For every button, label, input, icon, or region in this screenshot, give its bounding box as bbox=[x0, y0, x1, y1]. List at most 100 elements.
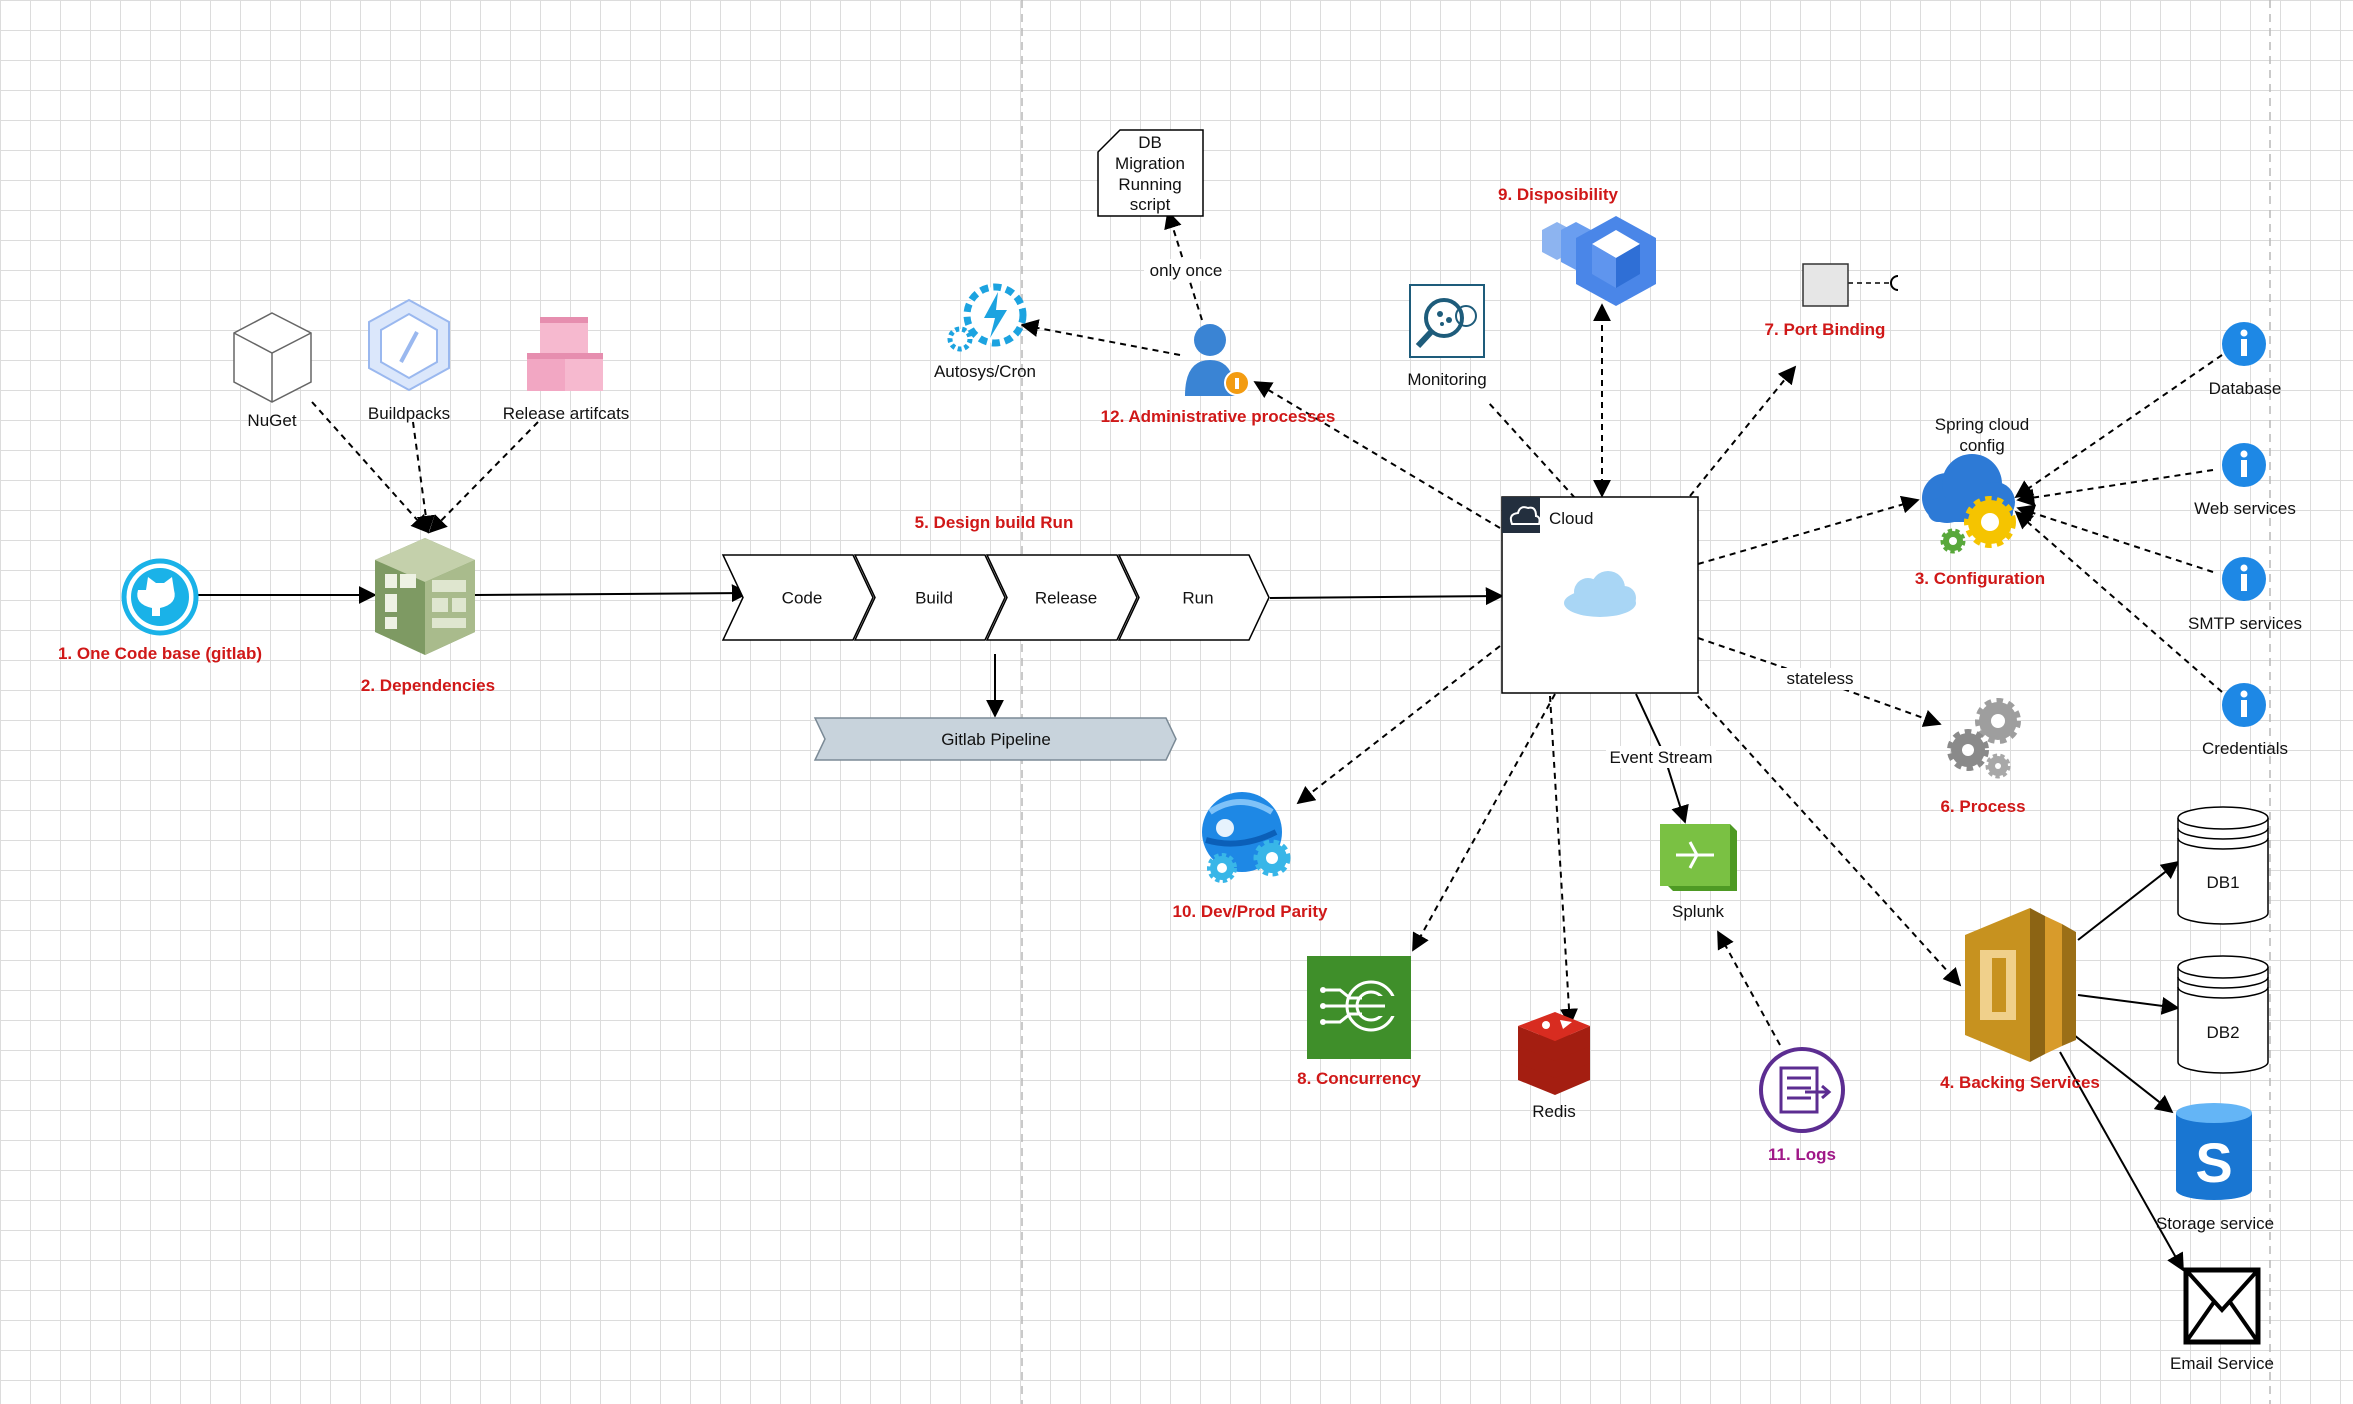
admin-user-icon bbox=[1185, 324, 1250, 396]
node-gitlab-pipeline[interactable]: Gitlab Pipeline bbox=[813, 717, 1177, 761]
edge-cloud-backing bbox=[1697, 695, 1962, 987]
database-cylinder-icon bbox=[2177, 955, 2269, 1074]
db-migration-line-1: DB bbox=[1138, 133, 1162, 152]
storage-s-icon: S bbox=[2176, 1103, 2252, 1200]
node-concurrency[interactable]: 8. Concurrency bbox=[1297, 956, 1421, 1088]
node-logs[interactable]: 11. Logs bbox=[1759, 1047, 1845, 1164]
edge-logs-splunk bbox=[1717, 930, 1781, 1046]
concurrency-title: 8. Concurrency bbox=[1297, 1069, 1421, 1088]
codebase-title: 1. One Code base (gitlab) bbox=[58, 644, 262, 663]
edge-label-event-stream: Event Stream bbox=[1610, 748, 1713, 767]
db-migration-line-3: Running bbox=[1118, 175, 1181, 194]
edge-credentials-config bbox=[2014, 510, 2223, 693]
edge-cloud-configuration bbox=[1697, 495, 1920, 565]
node-codebase[interactable]: 1. One Code base (gitlab) bbox=[58, 558, 262, 663]
edge-backing-db2 bbox=[2077, 994, 2180, 1015]
edge-cloud-monitoring bbox=[1487, 401, 1576, 499]
edge-dependencies-pipeline bbox=[474, 584, 750, 603]
edge-cloud-redis bbox=[1549, 695, 1579, 1027]
gitlab-pipeline-shape bbox=[813, 717, 1177, 761]
logs-title: 11. Logs bbox=[1768, 1145, 1836, 1164]
edge-cloud-admin bbox=[1253, 381, 1501, 529]
dependency-package-icon bbox=[375, 538, 475, 655]
edge-labels: only once stateless Event Stream bbox=[1144, 259, 1858, 768]
db-migration-line-2: Migration bbox=[1115, 154, 1185, 173]
dev-prod-parity-title: 10. Dev/Prod Parity bbox=[1173, 902, 1329, 921]
pipeline-stage-release[interactable] bbox=[985, 554, 1138, 641]
redis-icon bbox=[1518, 1012, 1590, 1095]
disposable-containers-icon bbox=[1542, 216, 1656, 306]
gitlab-pipeline-label: Gitlab Pipeline bbox=[941, 730, 1051, 749]
node-db-migration[interactable]: DB Migration Running script bbox=[1097, 129, 1204, 217]
node-splunk[interactable]: Splunk bbox=[1660, 824, 1737, 921]
config-source-credentials[interactable]: Credentials bbox=[2202, 683, 2288, 758]
monitoring-icon bbox=[1409, 284, 1485, 358]
pipeline-stage-label: Run bbox=[1182, 589, 1213, 608]
node-monitoring[interactable]: Monitoring bbox=[1407, 284, 1487, 389]
envelope-icon bbox=[2183, 1267, 2261, 1345]
node-disposability[interactable]: 9. Disposibility bbox=[1498, 185, 1656, 306]
process-title: 6. Process bbox=[1940, 797, 2025, 816]
config-sources: Database Web services SMTP services Cred… bbox=[2188, 322, 2302, 758]
node-cloud[interactable]: Cloud bbox=[1501, 496, 1699, 694]
edge-backing-storage bbox=[2073, 1034, 2174, 1114]
edge-buildpacks-dependencies bbox=[412, 421, 435, 534]
config-source-label: Web services bbox=[2194, 499, 2296, 518]
node-redis[interactable]: Redis bbox=[1518, 1012, 1590, 1121]
edge-cloud-concurrency bbox=[1412, 693, 1556, 952]
node-db1[interactable]: DB1 bbox=[2177, 806, 2269, 925]
database-cylinder-icon bbox=[2177, 806, 2269, 925]
storage-service-label: Storage service bbox=[2156, 1214, 2274, 1233]
config-source-database[interactable]: Database bbox=[2209, 322, 2282, 398]
config-source-label: Database bbox=[2209, 379, 2282, 398]
edge-cloud-portbinding bbox=[1689, 365, 1797, 497]
splunk-label: Splunk bbox=[1672, 902, 1724, 921]
node-configuration[interactable]: Spring cloud config 3. Configuration bbox=[1915, 415, 2045, 588]
port-icon bbox=[1802, 263, 1849, 307]
aws-lambda-icon bbox=[1965, 908, 2076, 1062]
config-source-web-services[interactable]: Web services bbox=[2194, 443, 2296, 518]
db-migration-line-4: script bbox=[1130, 195, 1171, 214]
email-service-label: Email Service bbox=[2170, 1354, 2274, 1373]
node-nuget[interactable]: NuGet bbox=[233, 312, 312, 430]
node-dependencies[interactable]: 2. Dependencies bbox=[361, 538, 495, 695]
edge-backing-email bbox=[2059, 1051, 2184, 1272]
config-source-label: SMTP services bbox=[2188, 614, 2302, 633]
node-backing-services[interactable]: 4. Backing Services bbox=[1940, 908, 2100, 1092]
edge-admin-autosys bbox=[1020, 319, 1181, 356]
portbinding-socket-icon bbox=[1890, 275, 1899, 291]
config-source-smtp[interactable]: SMTP services bbox=[2188, 557, 2302, 633]
node-dev-prod-parity[interactable]: 10. Dev/Prod Parity bbox=[1173, 792, 1329, 921]
buildpacks-label: Buildpacks bbox=[368, 404, 450, 423]
edges bbox=[198, 210, 2223, 1272]
node-autosys[interactable]: Autosys/Cron bbox=[934, 283, 1036, 381]
pipeline-stage-code[interactable] bbox=[721, 554, 874, 641]
disposability-title: 9. Disposibility bbox=[1498, 185, 1619, 204]
logs-icon bbox=[1759, 1047, 1845, 1133]
configuration-title: 3. Configuration bbox=[1915, 569, 2045, 588]
splunk-icon bbox=[1660, 824, 1737, 891]
autosys-label: Autosys/Cron bbox=[934, 362, 1036, 381]
buildpacks-icon bbox=[368, 298, 450, 392]
node-db2[interactable]: DB2 bbox=[2177, 955, 2269, 1074]
pipeline-stage-label: Release bbox=[1035, 589, 1097, 608]
cloud-icon bbox=[1564, 571, 1636, 617]
node-email-service[interactable]: Email Service bbox=[2170, 1267, 2274, 1373]
node-buildpacks[interactable]: Buildpacks bbox=[368, 298, 450, 423]
cloud-header-icon bbox=[1502, 497, 1540, 533]
node-storage-service[interactable]: S Storage service bbox=[2156, 1103, 2274, 1233]
edge-smtp-config bbox=[2016, 504, 2214, 573]
edge-backing-db1 bbox=[2077, 860, 2180, 941]
node-process[interactable]: 6. Process bbox=[1940, 698, 2026, 816]
gears-icon bbox=[1947, 698, 2021, 779]
pipeline-stage-build[interactable] bbox=[853, 554, 1006, 641]
node-port-binding[interactable]: 7. Port Binding bbox=[1765, 263, 1886, 339]
pipeline-stage-run[interactable] bbox=[1117, 554, 1270, 641]
cloud-label: Cloud bbox=[1549, 509, 1593, 528]
node-release-artifacts[interactable]: Release artifcats bbox=[503, 317, 630, 423]
monitoring-label: Monitoring bbox=[1407, 370, 1486, 389]
node-admin-processes[interactable]: 12. Administrative processes bbox=[1101, 324, 1336, 426]
